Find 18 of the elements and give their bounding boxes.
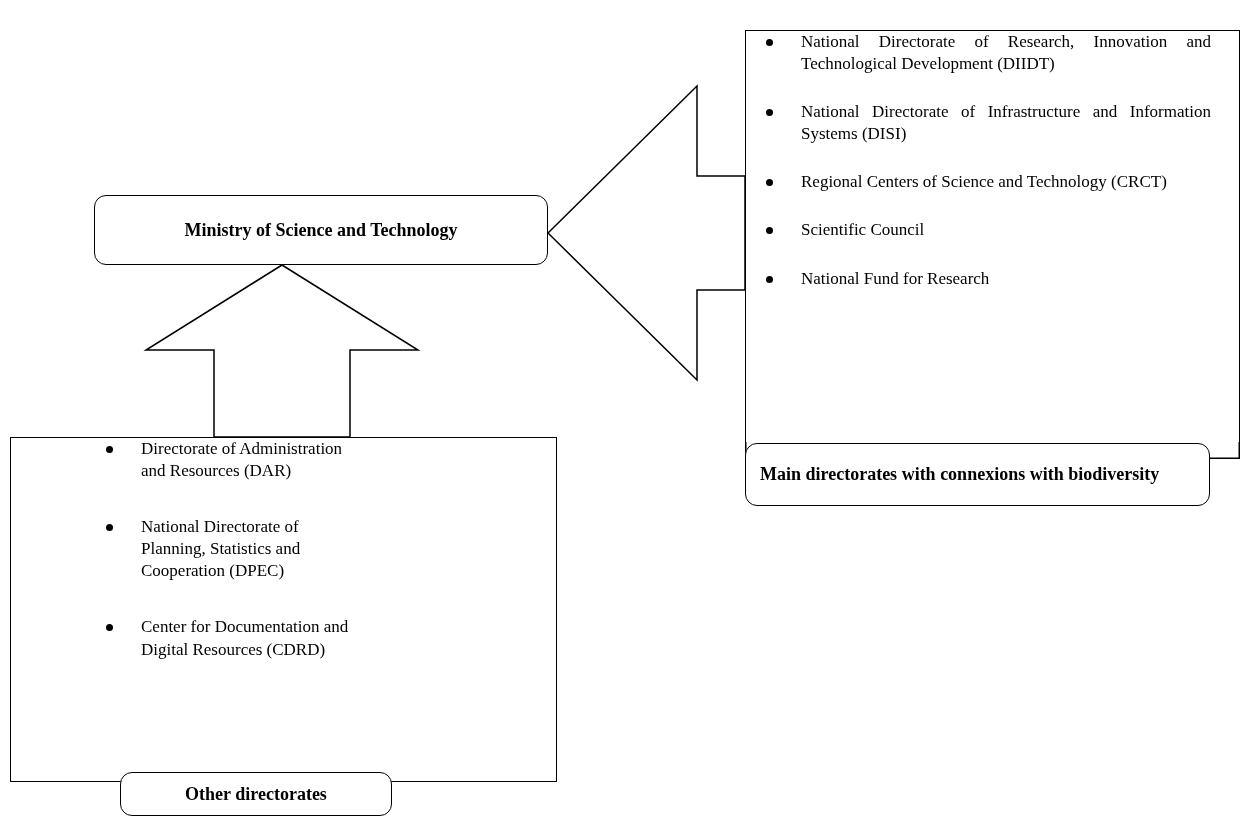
- list-item-text: Regional Centers of Science and Technology (CRCT): [801, 171, 1168, 194]
- heading-text: Other directorates: [184, 782, 328, 806]
- callout-box: [745, 30, 1240, 442]
- heading-text: Main directorates with connexions with biodiversity: [760, 463, 1161, 487]
- callout-box: [10, 437, 557, 782]
- list-item-text: National Directorate of Infrastructure and Information Systems (DISI): [801, 101, 1211, 146]
- block-arrow: [546, 84, 746, 382]
- heading-text: Ministry of Science and Technology: [183, 218, 459, 242]
- list-item-text: National Directorate of Planning, Statistics and Cooperation (DPEC): [141, 516, 302, 583]
- list-item-text: National Directorate of Research, Innovation and Technological Development (DIIDT): [801, 31, 1211, 76]
- title-box: [745, 443, 1210, 506]
- list-item-text: National Fund for Research: [801, 267, 991, 290]
- title-box: [120, 772, 392, 816]
- list-item-text: Scientific Council: [801, 219, 926, 242]
- block-arrow: [143, 264, 421, 438]
- list-item-text: Center for Documentation and Digital Resources (CDRD): [141, 616, 350, 661]
- list-item-text: Directorate of Administration and Resources (DAR): [141, 438, 344, 483]
- title-box: [94, 195, 548, 265]
